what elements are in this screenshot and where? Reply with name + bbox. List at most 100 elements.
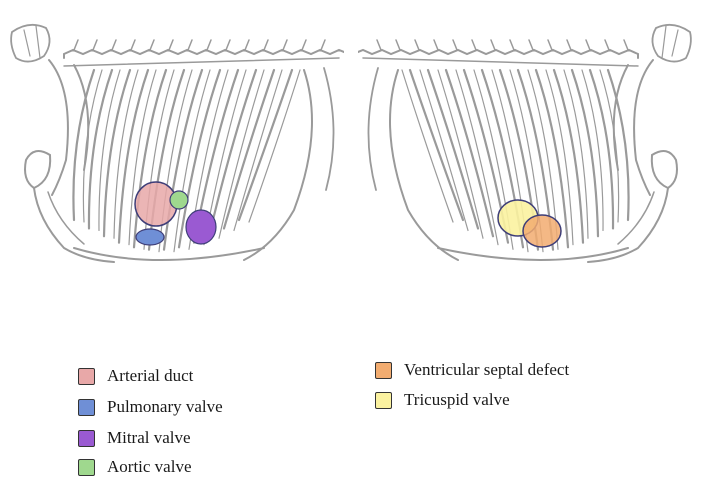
vertebra-process [320, 39, 326, 51]
right-thorax-panel [358, 10, 698, 272]
legend-label: Aortic valve [107, 457, 192, 476]
legend-item-pulmonary-valve: Pulmonary valve [78, 397, 223, 417]
humerus-inner [47, 191, 85, 245]
sternum [437, 247, 629, 261]
left-markers [134, 181, 217, 246]
humerus-inner [617, 191, 655, 245]
scapula-back [612, 64, 629, 171]
spine-lower-edge [63, 57, 340, 67]
vertebra-process [395, 39, 401, 51]
humerus [33, 187, 115, 263]
rib-edge [173, 69, 211, 253]
cervical-detail [661, 25, 679, 59]
vertebra-process [585, 39, 591, 51]
rib [72, 68, 96, 222]
marker-ventricular-septal-defect [522, 214, 562, 248]
rib-edge [248, 69, 301, 223]
marker-aortic-valve [169, 190, 189, 210]
vertebra-process [282, 39, 288, 51]
legend-item-mitral-valve: Mitral valve [78, 428, 191, 448]
vertebra-process [509, 39, 515, 51]
rib [588, 68, 615, 230]
vertebra-process [528, 39, 534, 51]
rib-edge [437, 69, 484, 239]
legend-swatch [78, 367, 95, 385]
scapula-front [48, 59, 69, 196]
rib [570, 68, 600, 238]
rib-edge [233, 69, 283, 232]
legend-item-ventricular-septal-defect: Ventricular septal defect [375, 360, 569, 380]
marker-pulmonary-valve [135, 228, 165, 246]
vertebra-process [547, 39, 553, 51]
spine [63, 48, 344, 59]
rib [534, 68, 570, 249]
vertebra-process [490, 39, 496, 51]
rib [444, 68, 495, 238]
vertebra-process [92, 39, 98, 51]
legend-swatch [375, 361, 392, 379]
thorax-skeleton-right-icon [358, 23, 692, 263]
legend-item-tricuspid-valve: Tricuspid valve [375, 390, 510, 410]
vertebra-process [433, 39, 439, 51]
legend-swatch [375, 391, 392, 409]
legend-swatch [78, 458, 95, 476]
cervical-vertebra [651, 23, 692, 63]
legend-label: Mitral valve [107, 428, 191, 447]
legend-swatch [78, 429, 95, 447]
legend-label: Arterial duct [107, 366, 194, 385]
rib-edge [401, 69, 454, 223]
vertebra-process [206, 39, 212, 51]
legend-label: Tricuspid valve [404, 390, 510, 409]
shoulder-joint [650, 150, 678, 190]
rib [162, 68, 204, 251]
rib [426, 68, 480, 230]
rib [102, 68, 132, 238]
vertebra-process [149, 39, 155, 51]
rib-edge [455, 69, 499, 246]
cervical-detail [23, 25, 41, 59]
scapula-front [633, 59, 654, 196]
vertebra-process [168, 39, 174, 51]
shoulder-joint [24, 150, 52, 190]
caudal-rib-outer [367, 67, 379, 191]
rib [132, 68, 168, 249]
spine-lower-edge [362, 57, 639, 67]
rib-edge [218, 69, 265, 239]
vertebra-process [471, 39, 477, 51]
legend-item-aortic-valve: Aortic valve [78, 457, 192, 477]
rib [207, 68, 258, 238]
scapula-back [73, 64, 90, 171]
legend-swatch [78, 398, 95, 416]
rib [552, 68, 585, 244]
vertebra-process [187, 39, 193, 51]
caudal-rib [389, 69, 459, 261]
rib [222, 68, 276, 230]
rib [87, 68, 114, 230]
rib-edge [581, 69, 604, 232]
left-thorax-panel [4, 10, 344, 272]
vertebra-process [604, 39, 610, 51]
vertebra-process [566, 39, 572, 51]
rib [237, 68, 294, 222]
marker-mitral-valve [185, 209, 217, 245]
rib-edge [128, 69, 157, 246]
humerus [587, 187, 669, 263]
rib [117, 68, 150, 244]
rib-edge [599, 69, 620, 223]
rib-edge [563, 69, 589, 239]
vertebra-process [376, 39, 382, 51]
rib [606, 68, 630, 222]
vertebra-process [623, 39, 629, 51]
rib-edge [113, 69, 139, 239]
vertebra-process [452, 39, 458, 51]
rib-edge [419, 69, 469, 232]
legend-item-arterial-duct: Arterial duct [78, 366, 193, 386]
vertebra-process [263, 39, 269, 51]
rib [177, 68, 222, 249]
vertebra-process [225, 39, 231, 51]
vertebra-process [414, 39, 420, 51]
vertebra-process [130, 39, 136, 51]
caudal-rib-outer [323, 67, 335, 191]
spine [358, 48, 639, 59]
